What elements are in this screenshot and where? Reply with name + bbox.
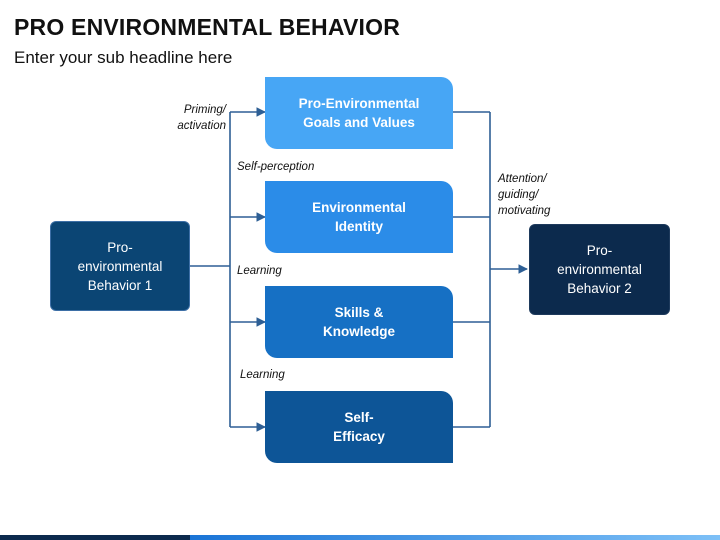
factor-box-skills-knowledge: Skills & Knowledge: [265, 286, 453, 358]
factor-label-self-efficacy: Self- Efficacy: [333, 410, 385, 444]
factor-box-goals-values: Pro-Environmental Goals and Values: [265, 77, 453, 149]
output-behavior-box: Pro- environmental Behavior 2: [529, 224, 670, 315]
annotation-self-perception: Self-perception: [237, 161, 315, 173]
factor-label-skills-knowledge: Skills & Knowledge: [322, 305, 395, 339]
page-title: PRO ENVIRONMENTAL BEHAVIOR: [14, 14, 401, 40]
factor-label-goals-values: Pro-Environmental Goals and Values: [298, 96, 420, 130]
factor-box-self-efficacy: Self- Efficacy: [265, 391, 453, 463]
annotation-attention: Attention/ guiding/ motivating: [498, 173, 551, 217]
annotation-learning-2: Learning: [240, 369, 285, 381]
input-behavior-box: Pro- environmental Behavior 1: [50, 221, 190, 311]
annotation-learning-1: Learning: [237, 265, 282, 277]
factor-label-environmental-identity: Environmental Identity: [312, 200, 406, 234]
footer-bar-dark: [0, 535, 190, 540]
output-behavior-label: Pro- environmental Behavior 2: [557, 243, 642, 296]
annotation-priming: Priming/ activation: [177, 104, 226, 132]
input-behavior-label: Pro- environmental Behavior 1: [77, 239, 163, 293]
footer-bar-light: [190, 535, 720, 540]
page-subtitle: Enter your sub headline here: [14, 48, 233, 67]
factor-box-environmental-identity: Environmental Identity: [265, 181, 453, 253]
